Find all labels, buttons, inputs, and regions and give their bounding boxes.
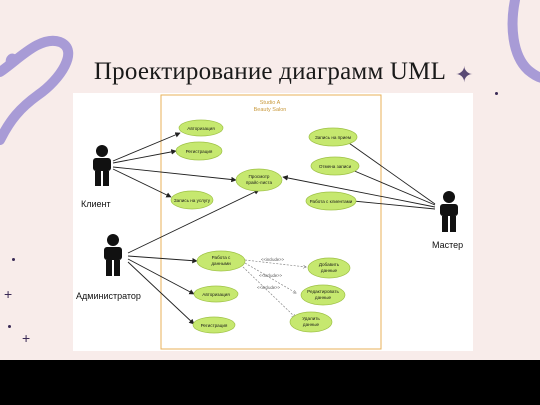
include-label: <<include>> (261, 257, 285, 262)
assoc-master-pricelist (282, 175, 436, 208)
decor-dot (8, 325, 11, 328)
decor-shapes (0, 0, 540, 145)
actor-client-label: Клиент (81, 199, 111, 209)
assoc-client-pricelist (112, 166, 237, 183)
usecase-clients-label: Работа с клиентами (310, 199, 353, 204)
usecase-reg-label: Регистрация (186, 149, 213, 154)
assoc-client-auth (112, 132, 181, 162)
usecase-edit-label-2: данные (315, 295, 332, 300)
usecase-reg-admin (192, 316, 236, 334)
assoc-admin-workdata (127, 255, 198, 264)
use-case-diagram: Studio A Beauty Salon (73, 93, 473, 351)
usecase-reg (175, 141, 223, 161)
usecase-edit-label-1: Редактировать (307, 289, 339, 294)
sparkle-icon: ✦ (455, 62, 474, 87)
slide-title: Проектирование диаграмм UML (93, 58, 447, 85)
assoc-client-booking (112, 168, 172, 198)
usecase-pricelist-label-2: прайс-листа (246, 179, 273, 185)
usecase-add-label-1: Добавить (319, 262, 340, 267)
usecase-pricelist-label-1: Просмотр (249, 174, 270, 179)
include-label: <<include>> (257, 285, 281, 290)
usecase-cancel (310, 156, 360, 176)
usecase-record (308, 127, 358, 147)
diagram-canvas: Studio A Beauty Salon (76, 94, 463, 350)
system-title-line1: Studio A (260, 100, 281, 106)
actor-master-icon (440, 191, 458, 232)
system-title-line2: Beauty Salon (254, 107, 287, 113)
usecase-clients (305, 191, 357, 211)
decor-dot (495, 92, 498, 95)
decor-dot (12, 258, 15, 261)
sparkle-icon: + (4, 286, 13, 302)
decor-curl-left (5, 53, 18, 65)
include-label: <<include>> (259, 273, 283, 278)
usecase-auth-admin (193, 285, 239, 303)
usecase-pricelist (235, 168, 283, 192)
usecase-cancel-label: Отмена записи (319, 164, 352, 169)
actor-master-label: Мастер (432, 240, 463, 250)
usecase-auth (178, 119, 224, 137)
assoc-master-clients (342, 197, 436, 210)
system-boundary (160, 94, 382, 350)
letterbox-bar (0, 360, 540, 405)
usecase-booking (170, 190, 214, 210)
usecase-delete-label-1: Удалить (302, 316, 320, 321)
usecase-workdata-label-2: данными (211, 261, 231, 266)
actor-client-icon (93, 145, 111, 186)
actor-admin-icon (104, 234, 122, 276)
usecase-reg-admin-label: Регистрация (201, 323, 228, 328)
usecase-auth-admin-label: Авторизация (202, 292, 230, 297)
usecase-workdata-label-1: Работа с (212, 255, 231, 260)
usecase-auth-label: Авторизация (187, 126, 215, 131)
assoc-admin-reg (127, 261, 195, 325)
assoc-admin-pricelist (127, 189, 260, 254)
assoc-master-record (338, 135, 436, 205)
slide: ✦ + + Проектирование диаграмм UML Studio… (0, 0, 540, 360)
usecase-delete-label-2: данные (303, 322, 320, 327)
decor-squiggle-left (0, 35, 74, 145)
usecase-edit (300, 284, 346, 306)
assoc-client-reg (112, 149, 177, 164)
include-delete (242, 266, 295, 317)
assoc-master-cancel (344, 166, 436, 206)
usecase-add-label-2: данные (321, 268, 338, 273)
include-edit (244, 262, 296, 293)
usecase-workdata (196, 250, 246, 272)
sparkle-icon: + (22, 330, 31, 346)
usecase-add (307, 257, 351, 279)
usecase-booking-label: Запись на услугу (174, 198, 211, 203)
actor-admin-label: Администратор (76, 291, 141, 301)
assoc-admin-auth (127, 258, 195, 295)
decor-squiggle-right (507, 0, 540, 83)
usecase-record-label: Запись на прием (315, 135, 351, 140)
usecase-delete (289, 311, 333, 333)
